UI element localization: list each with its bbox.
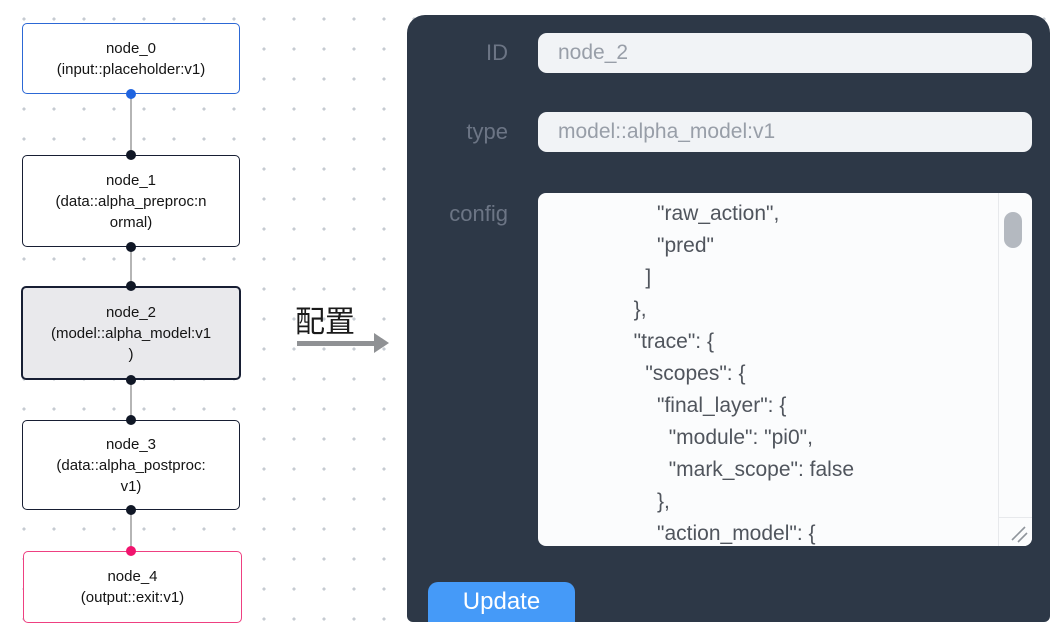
node-label-line: ) (128, 345, 134, 363)
node-label-line: ormal) (109, 213, 153, 231)
flow-node-node_1[interactable]: node_1 (data::alpha_preproc:n ormal) (22, 155, 240, 247)
edge-node0-node1 (130, 94, 132, 155)
configure-annotation-label: 配置 (295, 306, 355, 339)
config-scrollbar-track (998, 193, 999, 518)
flow-node-node_3[interactable]: node_3 (data::alpha_postproc: v1) (22, 420, 240, 510)
flow-node-node_0[interactable]: node_0 (input::placeholder:v1) (22, 23, 240, 94)
node4-input-handle[interactable] (126, 546, 136, 556)
node3-output-handle[interactable] (126, 505, 136, 515)
node-label-line: node_4 (107, 568, 158, 585)
node-label-line: node_3 (105, 435, 157, 453)
node-config-panel: ID type config "raw_action", "pred" ] },… (407, 15, 1050, 622)
textarea-resize-handle-icon[interactable] (998, 517, 1032, 546)
node-label-line: (output::exit:v1) (80, 589, 185, 606)
update-button[interactable]: Update (428, 582, 575, 622)
id-field-label: ID (486, 40, 508, 65)
flow-node-node_4[interactable]: node_4 (output::exit:v1) (23, 551, 242, 623)
node-label-line: node_0 (105, 39, 157, 57)
node0-output-handle[interactable] (126, 89, 136, 99)
node-label-line: (data::alpha_postproc: (56, 456, 206, 474)
node2-output-handle[interactable] (126, 375, 136, 385)
node3-input-handle[interactable] (126, 415, 136, 425)
config-scrollbar-thumb[interactable] (1004, 212, 1022, 248)
node1-output-handle[interactable] (126, 242, 136, 252)
flow-node-node_2[interactable]: node_2 (model::alpha_model:v1 ) (21, 286, 241, 380)
type-input[interactable] (538, 112, 1032, 152)
right-arrow-head-icon (374, 333, 389, 353)
config-json-text: "raw_action", "pred" ] }, "trace": { "sc… (633, 202, 855, 545)
config-textarea[interactable]: "raw_action", "pred" ] }, "trace": { "sc… (538, 193, 1032, 546)
edge-node3-node4 (130, 510, 132, 551)
type-field-label: type (466, 119, 508, 144)
node-label-line: node_2 (105, 303, 157, 321)
edge-node2-node3 (130, 380, 132, 420)
node-label-line: (input::placeholder:v1) (56, 60, 206, 78)
node-label-line: v1) (120, 477, 142, 495)
config-field-label: config (449, 201, 508, 226)
node-label-line: (model::alpha_model:v1 (50, 324, 212, 342)
id-input[interactable] (538, 33, 1032, 73)
node-label-line: node_1 (105, 171, 157, 189)
right-arrow-icon (297, 341, 374, 346)
node2-input-handle[interactable] (126, 281, 136, 291)
node1-input-handle[interactable] (126, 150, 136, 160)
edge-node1-node2 (130, 247, 132, 286)
node-label-line: (data::alpha_preproc:n (55, 192, 207, 210)
